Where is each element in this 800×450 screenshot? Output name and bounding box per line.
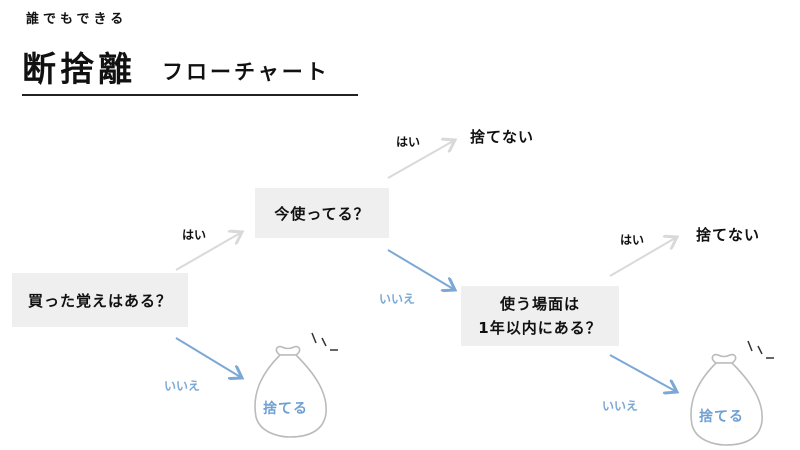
answer-yes-label: はい — [396, 135, 421, 149]
answer-yes-label: はい — [620, 233, 645, 247]
question-box-bought: 買った覚えはある？ — [12, 273, 188, 327]
arrow-q1-no — [175, 337, 242, 378]
question-box-use-within-year: 使う場面は 1年以内にある？ — [461, 286, 619, 346]
sparkle-icon — [747, 340, 774, 359]
question-text-rest: にある？ — [537, 319, 602, 337]
emphasis-text: 1年以内 — [478, 319, 538, 337]
trash-bag-icon — [690, 353, 763, 446]
result-keep: 捨てない — [470, 128, 535, 146]
subtitle: 誰でもできる — [26, 12, 128, 27]
question-text: 今使ってる？ — [274, 204, 370, 223]
question-text: 買った覚えはある？ — [27, 291, 172, 310]
page-title-suffix: フローチャート — [162, 60, 330, 84]
sparkle-icon — [311, 332, 338, 351]
page-title: 断捨離 — [22, 50, 136, 90]
answer-no-label: いいえ — [602, 399, 639, 413]
question-text-line2: 1年以内にある？ — [478, 316, 601, 340]
title-block: 断捨離 フローチャート — [22, 38, 358, 96]
question-text-line1: 使う場面は — [499, 295, 580, 313]
arrow-q2-no — [387, 249, 455, 290]
result-discard: 捨てる — [699, 409, 744, 425]
question-box-using-now: 今使ってる？ — [255, 188, 389, 238]
trash-bag-icon — [254, 345, 327, 438]
answer-no-label: いいえ — [379, 292, 416, 306]
result-discard: 捨てる — [263, 401, 308, 417]
arrow-q2-yes — [387, 140, 455, 179]
arrow-q3-yes — [609, 237, 677, 277]
answer-yes-label: はい — [182, 228, 207, 242]
arrow-q1-yes — [175, 232, 242, 271]
answer-no-label: いいえ — [164, 379, 201, 393]
arrow-q3-no — [609, 354, 677, 392]
result-keep: 捨てない — [696, 226, 761, 244]
